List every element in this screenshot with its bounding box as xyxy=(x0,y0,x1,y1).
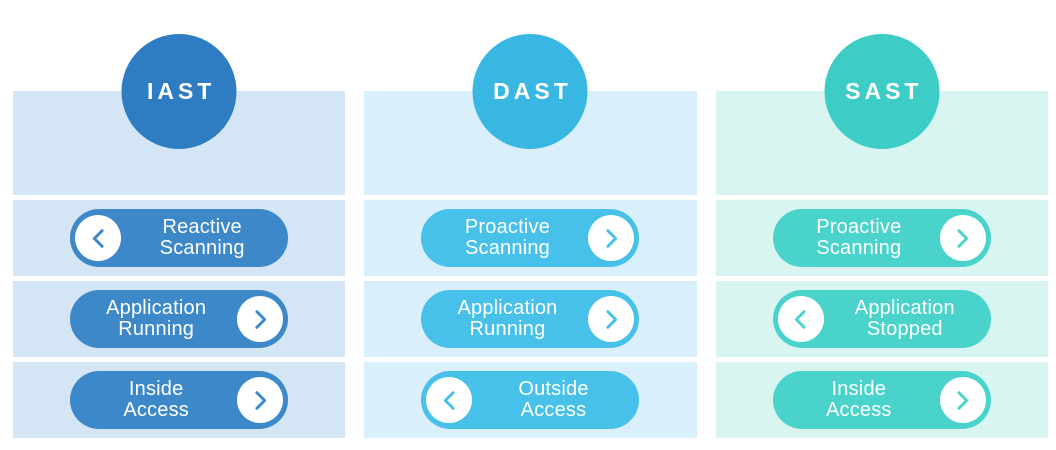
chevron-circle xyxy=(75,215,122,261)
column-bands: Proactive Scanning Application Running xyxy=(364,91,697,438)
pill-label-line2: Access xyxy=(825,399,892,421)
chevron-circle xyxy=(426,377,473,423)
column-iast: IAST Reactive Scanning xyxy=(13,0,346,450)
chevron-right-icon xyxy=(606,309,618,329)
column-title: IAST xyxy=(146,78,216,104)
chevron-circle xyxy=(237,377,284,423)
feature-row: Application Running xyxy=(13,281,346,357)
pill-inside-access: Inside Access xyxy=(70,371,289,429)
pill-inside-access: Inside Access xyxy=(772,371,991,429)
column-dast: DAST Proactive Scanning xyxy=(364,0,697,450)
chevron-circle xyxy=(237,296,284,342)
feature-row: Reactive Scanning xyxy=(13,200,346,276)
pill-label-line1: Inside xyxy=(128,377,184,400)
pill-label-line2: Scanning xyxy=(816,237,902,259)
pill-application-running: Application Running xyxy=(421,290,640,348)
pill-label: Proactive Scanning xyxy=(778,215,940,259)
pill-label-line2: Stopped xyxy=(866,318,943,340)
chevron-left-icon xyxy=(92,228,104,248)
column-sast: SAST Proactive Scanning xyxy=(715,0,1048,450)
pill-outside-access: Outside Access xyxy=(421,371,640,429)
chevron-right-icon xyxy=(957,390,969,410)
chevron-circle xyxy=(939,377,986,423)
pill-label-line1: Proactive xyxy=(816,215,902,238)
pill-label: Outside Access xyxy=(472,377,634,421)
chevron-right-icon xyxy=(255,309,266,329)
chevron-circle xyxy=(939,215,986,261)
pill-label-line1: Proactive xyxy=(464,215,551,238)
pill-label-line1: Application xyxy=(457,296,558,319)
pill-label: Application Running xyxy=(75,296,237,340)
pill-label-line2: Scanning xyxy=(464,237,550,259)
chevron-right-icon xyxy=(255,390,266,410)
pill-label-line2: Running xyxy=(118,318,195,340)
pill-label-line1: Reactive xyxy=(162,215,242,238)
feature-row: Inside Access xyxy=(13,362,346,438)
feature-row: Application Stopped xyxy=(715,281,1048,357)
feature-row: Proactive Scanning xyxy=(715,200,1048,276)
pill-label-line1: Application xyxy=(854,296,955,319)
feature-row: Inside Access xyxy=(715,362,1048,438)
column-bands: Reactive Scanning Application Running xyxy=(13,91,346,438)
pill-label: Application Running xyxy=(426,296,588,340)
pill-label-line1: Application xyxy=(106,296,207,319)
pill-proactive-scanning: Proactive Scanning xyxy=(421,209,640,267)
pill-label-line2: Access xyxy=(123,399,189,421)
chevron-circle xyxy=(588,296,635,342)
pill-label-line2: Running xyxy=(469,318,546,340)
pill-label: Inside Access xyxy=(75,377,237,421)
chevron-circle xyxy=(777,296,824,342)
column-title: DAST xyxy=(493,78,572,104)
pill-label: Reactive Scanning xyxy=(121,215,283,259)
pill-application-running: Application Running xyxy=(70,290,289,348)
pill-label-line1: Outside xyxy=(518,377,589,400)
chevron-left-icon xyxy=(443,390,455,410)
column-header-circle: SAST xyxy=(824,34,940,149)
pill-reactive-scanning: Reactive Scanning xyxy=(70,209,289,267)
chevron-left-icon xyxy=(795,309,806,329)
column-header-circle: DAST xyxy=(472,34,588,149)
pill-label-line1: Inside xyxy=(831,377,887,400)
pill-application-stopped: Application Stopped xyxy=(772,290,991,348)
pill-label: Application Stopped xyxy=(824,296,986,340)
pill-label-line2: Scanning xyxy=(159,237,245,259)
pill-label-line2: Access xyxy=(520,399,587,421)
column-header-circle: IAST xyxy=(121,34,237,149)
column-title: SAST xyxy=(845,78,923,104)
pill-proactive-scanning: Proactive Scanning xyxy=(772,209,991,267)
chevron-right-icon xyxy=(957,228,969,248)
chevron-circle xyxy=(588,215,635,261)
feature-row: Proactive Scanning xyxy=(364,200,697,276)
pill-label: Proactive Scanning xyxy=(426,215,588,259)
chevron-right-icon xyxy=(606,228,618,248)
pill-label: Inside Access xyxy=(778,377,940,421)
columns: IAST Reactive Scanning xyxy=(13,0,1048,450)
feature-row: Outside Access xyxy=(364,362,697,438)
feature-row: Application Running xyxy=(364,281,697,357)
